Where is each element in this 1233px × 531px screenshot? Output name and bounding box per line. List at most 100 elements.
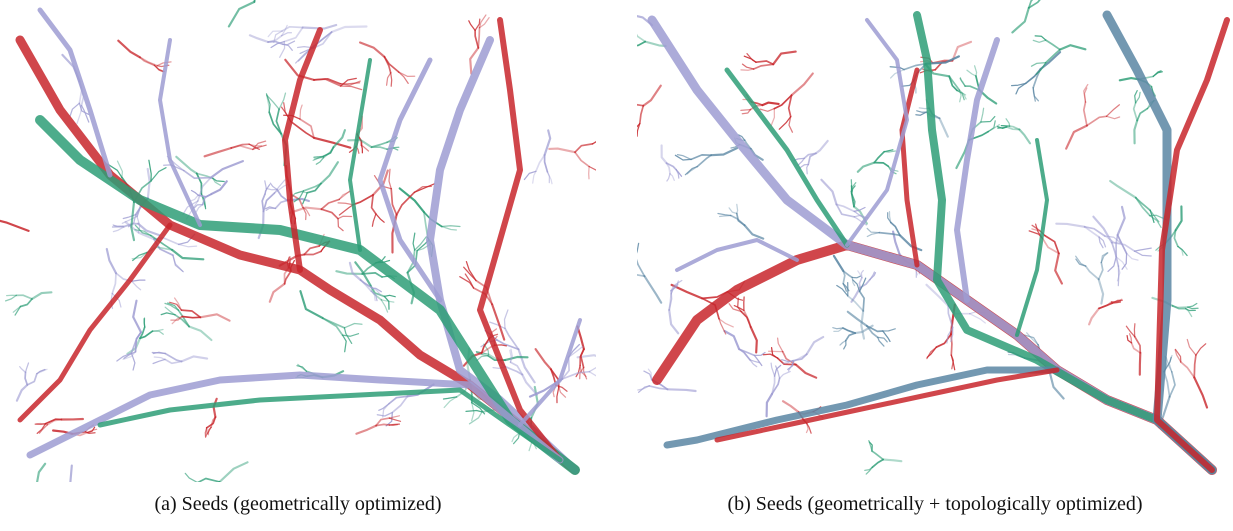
branch-segment — [1171, 304, 1189, 309]
branch-segment — [889, 221, 901, 237]
branch-segment — [814, 139, 829, 155]
branch-segment — [752, 63, 775, 70]
branch-segment — [312, 156, 325, 162]
branch-segment — [883, 150, 897, 153]
branch-segment — [112, 224, 124, 228]
branch-segment — [1165, 357, 1173, 373]
branch-segment — [480, 337, 490, 354]
vessel-tree-figure-b — [637, 0, 1230, 475]
branch-segment — [463, 266, 477, 282]
branch-segment — [380, 299, 389, 313]
branch-segment — [728, 303, 742, 313]
branch-segment — [464, 273, 475, 289]
branch-segment — [588, 165, 596, 171]
main-vessel — [26, 371, 564, 464]
branch-segment — [579, 348, 585, 367]
branch-segment — [195, 203, 204, 213]
branch-segment — [1132, 102, 1139, 122]
branch-segment — [107, 163, 123, 179]
branch-segment — [665, 162, 671, 175]
branch-segment — [775, 365, 781, 379]
branch-segment — [15, 294, 33, 300]
branch-segment — [476, 355, 489, 362]
branch-segment — [275, 108, 283, 135]
branch-segment — [1092, 215, 1113, 244]
branch-segment — [1023, 334, 1039, 346]
branch-segment — [209, 160, 244, 179]
branch-segment — [853, 206, 866, 213]
branch-segment — [951, 40, 973, 62]
branch-segment — [195, 172, 203, 195]
branch-segment — [36, 368, 48, 375]
branch-segment — [139, 56, 156, 67]
branch-segment — [637, 258, 646, 278]
branch-segment — [398, 187, 425, 214]
branch-segment — [273, 30, 283, 44]
branch-segment — [19, 365, 27, 374]
branch-segment — [675, 169, 683, 177]
branch-segment — [36, 368, 46, 375]
branch-segment — [1115, 234, 1119, 258]
branch-segment — [558, 386, 567, 398]
branch-segment — [1134, 196, 1151, 212]
branch-segment — [1035, 61, 1047, 75]
branch-segment — [270, 40, 285, 49]
branch-segment — [105, 247, 118, 275]
branch-segment — [477, 26, 481, 49]
vessel-tree-figure-a — [0, 0, 596, 482]
branch-segment — [264, 206, 277, 210]
branch-segment — [888, 210, 892, 224]
branch-segment — [1116, 265, 1121, 282]
branch-segment — [1027, 0, 1034, 9]
branch-segment — [924, 55, 960, 65]
branch-segment — [980, 115, 996, 123]
branch-segment — [517, 348, 536, 384]
branch-segment — [337, 202, 354, 206]
branch-segment — [1042, 238, 1060, 255]
branch-segment — [193, 203, 204, 209]
branch-segment — [204, 427, 208, 438]
main-vessel — [282, 27, 323, 273]
branch-segment — [637, 122, 641, 128]
branch-segment — [637, 103, 645, 107]
branch-segment — [803, 152, 817, 160]
main-vessel — [1154, 17, 1230, 473]
branch-segment — [701, 290, 729, 300]
branch-segment — [196, 477, 221, 482]
fine-branch-network — [0, 0, 596, 482]
branch-segment — [1034, 35, 1047, 41]
branch-segment — [668, 289, 673, 311]
branch-segment — [749, 359, 760, 364]
branch-segment — [534, 348, 552, 371]
branch-segment — [1000, 124, 1011, 127]
caption-a: (a) Seeds (geometrically optimized) — [154, 493, 442, 515]
branch-segment — [753, 351, 766, 357]
branch-segment — [843, 339, 847, 350]
branch-segment — [926, 346, 937, 360]
branch-segment — [950, 354, 955, 370]
branch-segment — [591, 141, 596, 145]
branch-segment — [303, 245, 321, 256]
branch-segment — [206, 426, 212, 435]
branch-segment — [882, 328, 896, 332]
branch-segment — [414, 236, 427, 251]
branch-segment — [1005, 126, 1021, 131]
branch-segment — [1193, 354, 1197, 379]
branch-segment — [152, 351, 166, 355]
branch-segment — [131, 280, 142, 291]
branch-segment — [348, 261, 362, 282]
branch-segment — [1118, 77, 1140, 82]
branch-segment — [591, 140, 596, 145]
branch-segment — [370, 290, 376, 302]
branch-segment — [4, 294, 17, 302]
branch-segment — [718, 318, 734, 328]
branch-segment — [355, 424, 378, 435]
branch-segment — [468, 20, 476, 32]
branch-segment — [1015, 82, 1027, 95]
branch-segment — [1125, 325, 1136, 338]
branch-segment — [543, 154, 549, 173]
branch-segment — [205, 416, 217, 429]
branch-segment — [14, 305, 22, 316]
branch-segment — [773, 94, 793, 110]
branch-segment — [371, 213, 377, 227]
